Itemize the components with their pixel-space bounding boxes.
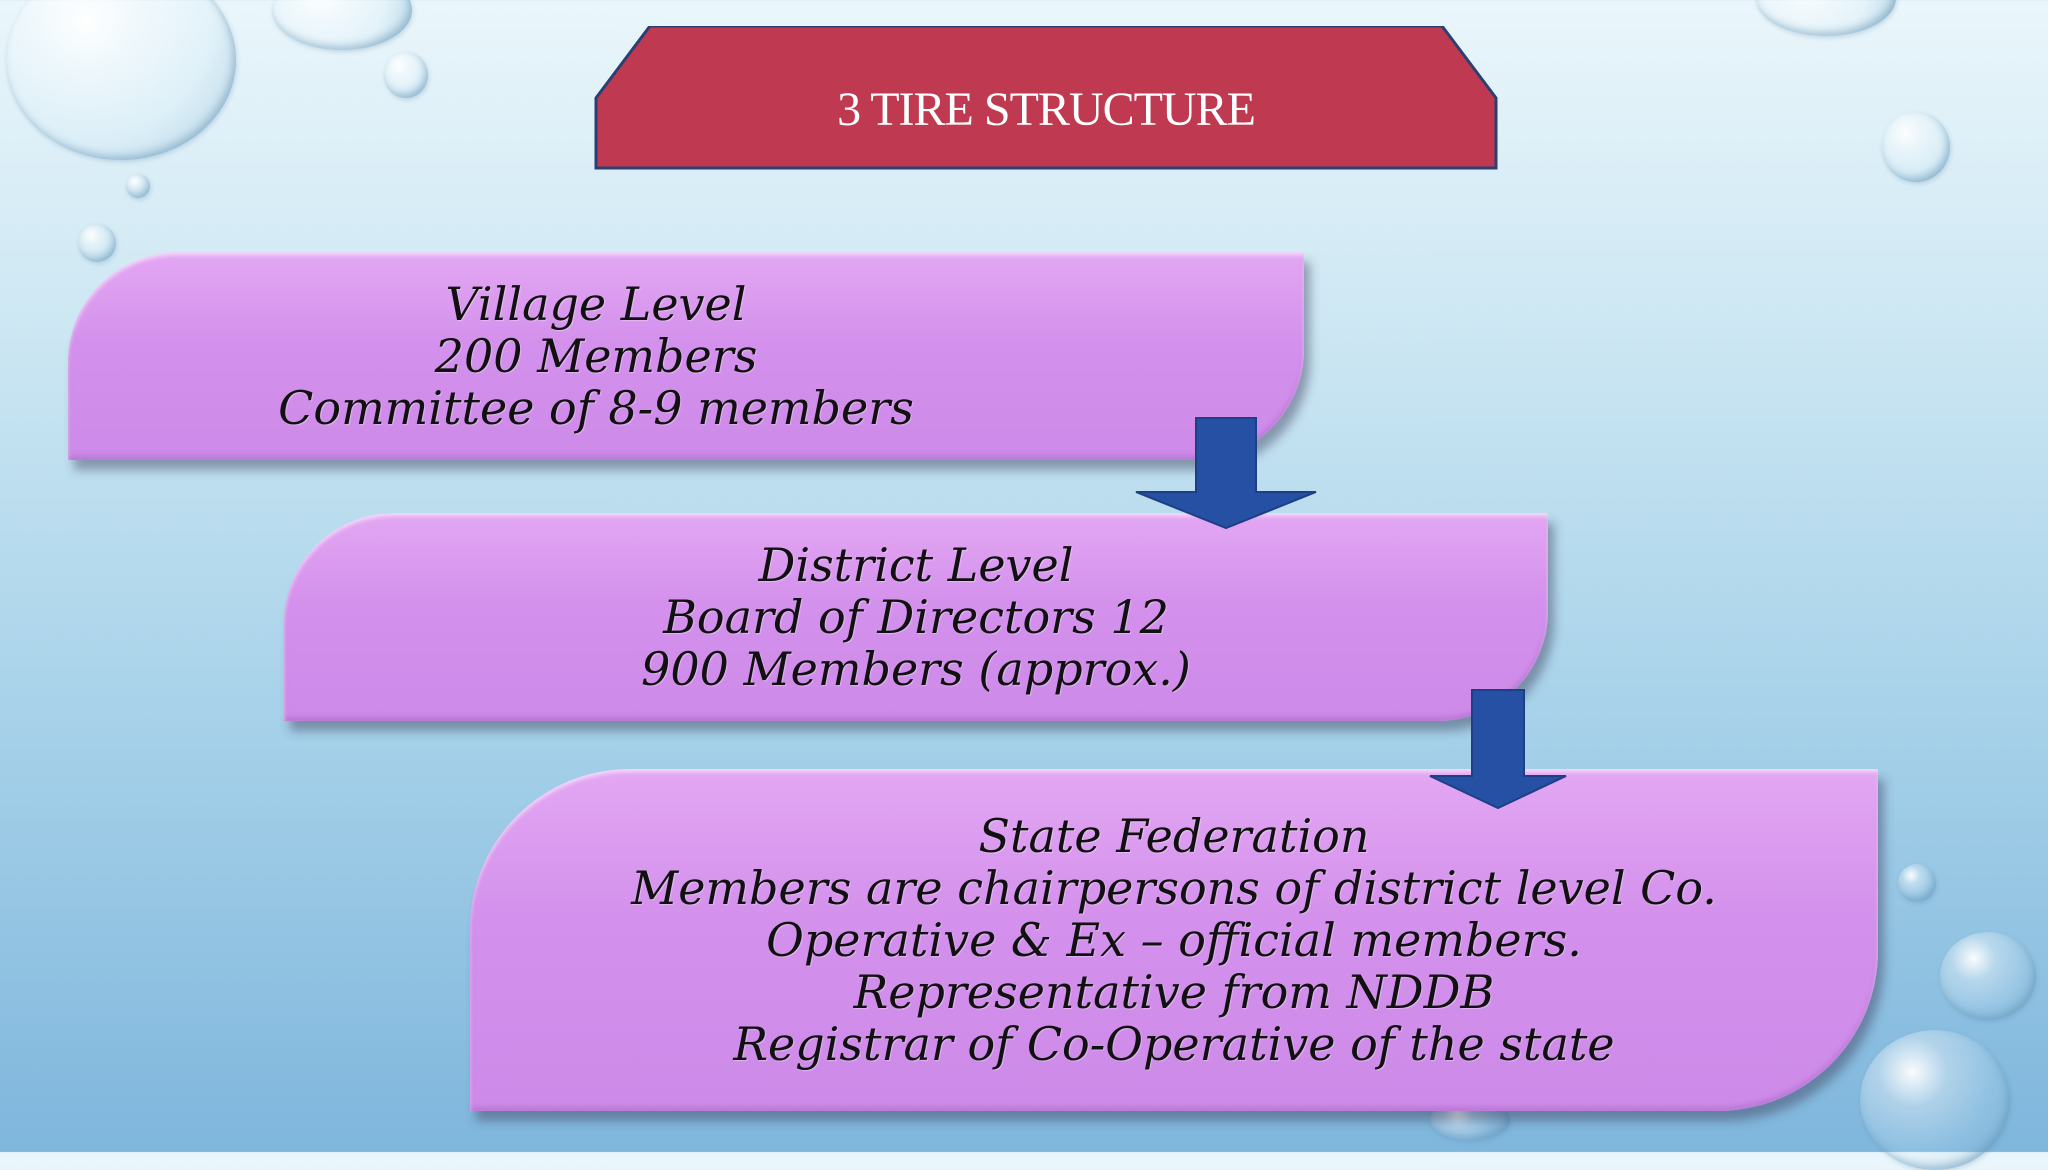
state-federation-line-2: Operative & Ex – official members. [766, 913, 1582, 967]
village-level-members: 200 Members [434, 329, 758, 383]
district-level-members: 900 Members (approx.) [641, 642, 1191, 696]
state-federation-line-3: Representative from NDDB [853, 965, 1495, 1019]
water-drop-decoration [78, 224, 116, 262]
village-level-heading: Village Level [445, 277, 747, 331]
down-arrow-icon [1135, 417, 1317, 530]
village-level-box: Village Level 200 Members Committee of 8… [68, 252, 1304, 460]
state-federation-heading: State Federation [978, 809, 1370, 863]
state-federation-line-1: Members are chairpersons of district lev… [631, 861, 1717, 915]
water-drop-decoration [272, 0, 412, 50]
village-level-committee: Committee of 8-9 members [278, 381, 914, 435]
district-level-heading: District Level [758, 538, 1074, 592]
water-drop-decoration [1898, 864, 1936, 902]
water-drop-decoration [1940, 932, 2036, 1020]
title-banner [594, 26, 1498, 170]
slide-title: 3 TIRE STRUCTURE [837, 82, 1256, 136]
water-drop-decoration [1860, 1030, 2010, 1170]
watermark-logo [1898, 1018, 2028, 1138]
water-drop-decoration [126, 174, 150, 198]
state-federation-box: State Federation Members are chairperson… [470, 769, 1878, 1111]
water-drop-decoration [6, 0, 236, 160]
down-arrow-icon [1429, 689, 1567, 810]
water-drop-decoration [384, 52, 428, 98]
district-level-box: District Level Board of Directors 12 900… [284, 513, 1548, 721]
water-drop-decoration [1756, 0, 1896, 36]
state-federation-line-4: Registrar of Co-Operative of the state [733, 1017, 1615, 1071]
water-drop-decoration [1882, 112, 1950, 182]
district-level-board: Board of Directors 12 [663, 590, 1169, 644]
